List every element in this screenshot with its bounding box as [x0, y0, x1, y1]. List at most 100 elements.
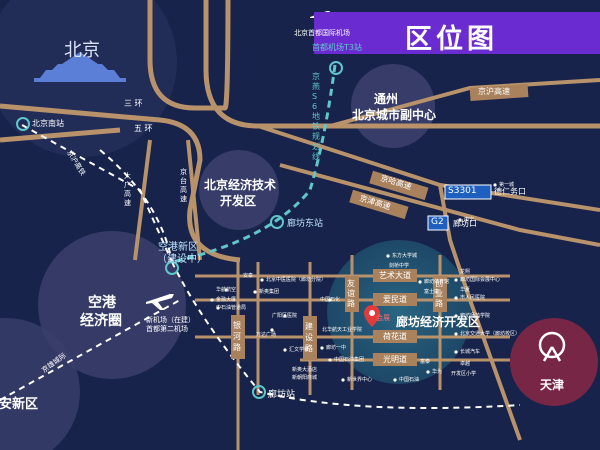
poi-label: 新奥大酒店 — [292, 367, 318, 373]
poi-dot — [458, 218, 462, 222]
poi-label: 廊坊体育馆 — [424, 279, 450, 285]
bda-zone-circle — [199, 150, 279, 230]
poi-label: 开发区小学 — [451, 371, 477, 377]
third-ring-road — [147, 0, 231, 111]
poi-dot — [418, 280, 422, 284]
poi-dot — [283, 314, 287, 318]
poi-dot — [253, 290, 257, 294]
poi-label: 新世界中心 — [347, 377, 373, 383]
airport-t3-station-icon — [329, 61, 343, 75]
g2-exit-label: 廊坊口 — [453, 219, 477, 228]
metro-s6-label: 京燕S6地铁规划线 — [312, 72, 320, 161]
airport-new-area-sub-label: （建设中） — [157, 254, 207, 265]
jingha-highway — [257, 124, 600, 212]
poi-dot — [454, 296, 458, 300]
airport-new-area-station-icon — [165, 261, 179, 275]
poi-dot — [341, 378, 345, 382]
airport-zone-circle — [38, 231, 186, 379]
daguang-highway — [133, 139, 152, 261]
jingjin-highway — [279, 163, 600, 247]
tianjin-zone-circle — [510, 318, 598, 406]
road-label-plates — [231, 83, 529, 366]
airport-zone-label: 空港 — [88, 295, 116, 311]
poi-label: 廊坊一中 — [326, 345, 347, 351]
poi-dot — [454, 350, 458, 354]
poi-dot — [386, 254, 390, 258]
hehua-rd-label: 荷花道 — [383, 332, 407, 341]
g2-highway — [438, 184, 522, 441]
poi-dot — [216, 306, 220, 310]
station-icons — [16, 61, 343, 399]
jingtai-highway — [186, 139, 202, 261]
tianjin-eye-icon — [538, 331, 566, 362]
tongzhou-label: 通州 — [374, 92, 399, 106]
poi-label: 中国石化 — [320, 297, 341, 303]
bda-sub-label: 开发区 — [220, 194, 257, 208]
poi-label: 中国石油 — [399, 377, 420, 383]
poi-dot — [454, 278, 458, 282]
jianshe-rd-label: 建设路 — [305, 322, 313, 353]
poi-label: 汇文学校 — [289, 347, 310, 353]
poi-label: 北京交通大学（廊坊校区） — [460, 331, 521, 337]
poi-label: 龙熙 — [460, 269, 471, 275]
poi-dot — [283, 348, 287, 352]
poi-dot — [393, 378, 397, 382]
poi-label: 华为 — [432, 369, 443, 375]
langfang-zone-label: 廊坊经济开发区 — [396, 315, 481, 329]
poi-label: 万达广场 — [256, 332, 277, 338]
art-ave-label: 艺术大道 — [379, 271, 411, 280]
beijing-landmark-icon — [34, 52, 126, 82]
fifth-ring-outer — [203, 0, 600, 129]
poi-dot — [454, 332, 458, 336]
poi-dot — [320, 346, 324, 350]
poi-label: 华航航空 — [216, 287, 237, 293]
poi-label: 中石油管道局 — [216, 305, 247, 311]
railways — [0, 124, 521, 410]
tongzhou-sub-label: 北京城市副中心 — [352, 108, 437, 122]
poi-label: 中国石油集团 — [334, 357, 365, 363]
poi-label: 东方大学城 — [392, 253, 418, 259]
chuangye-rd-label: 创业路 — [435, 279, 443, 308]
poi-label: 第一城 — [499, 182, 515, 188]
title-text: 区位图 — [405, 24, 498, 55]
jingtai-highway-label: 京台高速 — [180, 168, 187, 203]
beijing-label: 北京 — [64, 40, 100, 61]
poi-label: 华夏 — [460, 287, 471, 293]
poi-label: 廊坊国际会展中心 — [460, 277, 501, 283]
poi-label: 广阳区医院 — [272, 313, 298, 319]
poi-label: 北华航天工业学院 — [322, 327, 363, 333]
jinghu-highway-east — [329, 78, 600, 128]
poi-label: 剑桥中学 — [389, 263, 410, 269]
langfang-station-icon — [252, 385, 266, 399]
poi-dot — [328, 298, 332, 302]
poi-label: 金融大厦 — [216, 297, 237, 303]
jingxiong-intercity — [0, 299, 181, 401]
poi-label: 长城汽车 — [460, 349, 481, 355]
airport-zone-sub-label: 经济圈 — [80, 313, 122, 329]
xiongan-zone-circle — [0, 318, 80, 450]
airport-plane-icon — [146, 294, 174, 310]
poi-dot — [270, 328, 274, 332]
project-location-pin — [364, 305, 380, 327]
aimin-rd-label: 爱民道 — [383, 295, 407, 304]
poi-label: 卓越 — [460, 361, 471, 367]
poi-label: 市人民医院 — [460, 295, 486, 301]
beijing-south-station-icon — [16, 117, 30, 131]
youyi-rd-label: 友谊路 — [347, 279, 355, 308]
tianjin-label: 天津 — [540, 378, 565, 392]
s3301-badge: S3301 — [448, 186, 477, 196]
poi-dot — [260, 278, 264, 282]
new-airport-sub-label: 首都第二机场 — [146, 325, 188, 333]
poi-dots — [210, 183, 497, 382]
s3301-exit-label: 德仁务口 — [494, 187, 526, 196]
xiongan-label: 雄安新区 — [0, 397, 39, 412]
langfang-station-label: 廊坊站 — [268, 390, 296, 400]
third-ring-label: 三 环 — [124, 99, 143, 108]
fifth-ring-west — [0, 127, 121, 143]
poi-label: 新朝阳商城 — [292, 375, 318, 381]
highways — [133, 78, 600, 441]
poi-dot — [210, 298, 214, 302]
poi-dot — [426, 370, 430, 374]
